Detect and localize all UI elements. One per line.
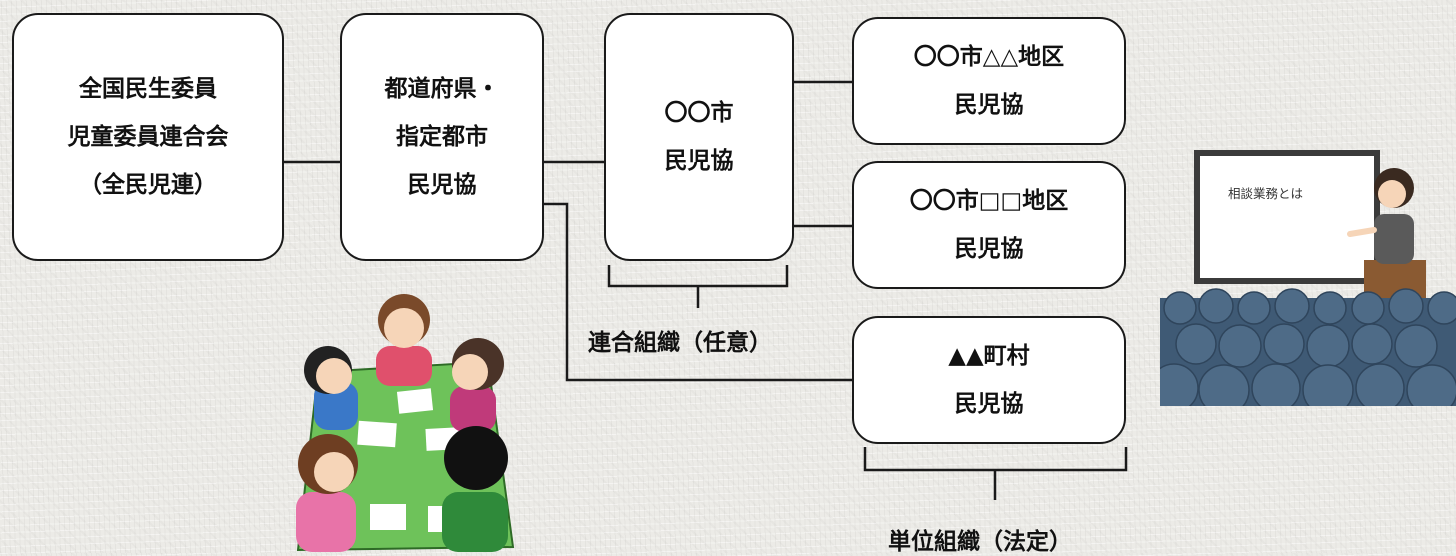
- person-face: [384, 308, 424, 348]
- caption-unit: 単位組織（法定）: [888, 529, 1072, 555]
- node-district-a: 〇〇市△△地区 民児協: [852, 17, 1126, 145]
- presenter-arm: [1347, 227, 1377, 237]
- person-body: [296, 492, 356, 552]
- node-town: ▲▲町村 民児協: [852, 316, 1126, 444]
- person-face: [316, 358, 352, 394]
- node-city-line-2: 民児協: [664, 148, 734, 174]
- node-national: 全国民生委員 児童委員連合会 （全民児連）: [12, 13, 284, 261]
- node-national-line-2: 児童委員連合会: [67, 124, 229, 150]
- paper-icon: [370, 504, 406, 530]
- presenter-body: [1374, 214, 1414, 264]
- caption-federation: 連合組織（任意）: [588, 330, 772, 356]
- person-face: [314, 452, 354, 492]
- node-prefecture-line-1: 都道府県・: [384, 76, 500, 102]
- meeting-illustration: [296, 294, 515, 552]
- node-district-a-line-1: 〇〇市△△地区: [913, 44, 1065, 70]
- person-body: [376, 346, 432, 386]
- node-prefecture: 都道府県・ 指定都市 民児協: [340, 13, 544, 261]
- presentation-board-text: 相談業務とは: [1228, 186, 1303, 201]
- node-town-line-2: 民児協: [954, 391, 1024, 417]
- node-city-line-1: 〇〇市: [664, 100, 734, 126]
- bracket-unit: [863, 447, 1128, 500]
- node-prefecture-line-3: 民児協: [407, 172, 477, 198]
- person-body: [442, 492, 508, 552]
- presenter-face: [1378, 180, 1406, 208]
- presentation-board-screen: [1200, 156, 1374, 278]
- node-district-b-line-2: 民児協: [954, 236, 1024, 262]
- person-body: [314, 382, 358, 430]
- person-body: [450, 386, 496, 432]
- node-city: 〇〇市 民児協: [604, 13, 794, 261]
- node-national-line-1: 全国民生委員: [79, 76, 217, 102]
- connector-prefecture-town: [543, 202, 853, 382]
- node-prefecture-line-2: 指定都市: [396, 124, 488, 150]
- node-district-b: 〇〇市□□地区 民児協: [852, 161, 1126, 289]
- person-hair: [444, 426, 508, 490]
- paper-icon: [396, 388, 434, 414]
- node-national-line-3: （全民児連）: [79, 172, 217, 198]
- bracket-federation: [607, 265, 789, 308]
- node-district-b-line-1: 〇〇市□□地区: [909, 188, 1069, 214]
- node-town-line-1: ▲▲町村: [948, 343, 1030, 369]
- paper-icon: [357, 420, 397, 448]
- person-face: [452, 354, 488, 390]
- lecture-illustration: 相談業務とは: [1160, 150, 1456, 406]
- node-district-a-line-2: 民児協: [954, 92, 1024, 118]
